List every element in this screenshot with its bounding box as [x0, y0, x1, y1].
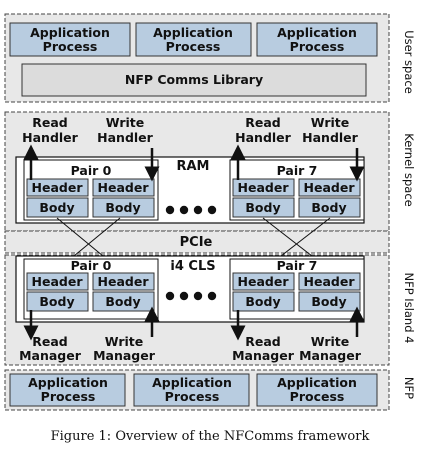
- svg-text:Application: Application: [153, 25, 233, 40]
- svg-text:Process: Process: [43, 39, 98, 54]
- write-manager-right: Write Manager: [299, 334, 362, 363]
- nfp-app-process-1: Application Process: [9, 373, 126, 407]
- read-manager-left: Read Manager: [19, 334, 82, 363]
- svg-text:Header: Header: [98, 180, 150, 195]
- ram-label: RAM: [176, 159, 209, 174]
- svg-text:Write: Write: [311, 115, 349, 130]
- svg-text:Process: Process: [166, 39, 221, 54]
- read-handler-right: Read Handler: [235, 115, 292, 145]
- pcie-label: PCIe: [180, 235, 213, 250]
- nfp-pair-0-header-write: [92, 272, 155, 291]
- svg-text:Read: Read: [245, 115, 281, 130]
- i4-cls-label: i4 CLS: [170, 259, 215, 274]
- svg-text:Header: Header: [304, 274, 356, 289]
- kernel-pair-7-header-read: [232, 178, 295, 197]
- svg-text:Write: Write: [106, 115, 144, 130]
- nfp-pair-7-header-write: [298, 272, 361, 291]
- svg-text:Write: Write: [105, 334, 143, 349]
- svg-text:Process: Process: [41, 389, 96, 404]
- svg-text:NFP Comms Library: NFP Comms Library: [125, 72, 263, 87]
- svg-text:Body: Body: [245, 294, 280, 309]
- figure-caption: Figure 1: Overview of the NFComms framew…: [51, 429, 370, 444]
- read-manager-right: Read Manager: [232, 334, 295, 363]
- svg-text:Header: Header: [304, 180, 356, 195]
- svg-text:Body: Body: [311, 294, 346, 309]
- svg-text:Header: Header: [238, 180, 290, 195]
- kernel-handler-arrows: [23, 144, 365, 182]
- svg-text:Header: Header: [32, 274, 84, 289]
- svg-text:Manager: Manager: [299, 348, 362, 363]
- kernel-pair-0-body-read: [26, 197, 89, 218]
- svg-text:Application: Application: [30, 25, 110, 40]
- svg-text:Application: Application: [152, 375, 232, 390]
- svg-text:Pair 0: Pair 0: [71, 258, 112, 273]
- kernel-pair-0-header-read: [26, 178, 89, 197]
- user-app-process-3: Application Process: [256, 22, 378, 57]
- nfp-app-process-2: Application Process: [133, 373, 250, 407]
- write-manager-left: Write Manager: [93, 334, 156, 363]
- svg-text:Handler: Handler: [302, 130, 359, 145]
- svg-text:Handler: Handler: [22, 130, 79, 145]
- nfp-comms-library: NFP Comms Library: [21, 63, 367, 97]
- nfp-pair-7-header-read: [232, 272, 295, 291]
- kernel-pair-0-body-write: [92, 197, 155, 218]
- kernel-ellipsis-dots: [165, 205, 217, 215]
- nfp-pair-0: Pair 0 Header Header Body Body: [23, 258, 159, 320]
- svg-text:Process: Process: [290, 39, 345, 54]
- svg-text:Pair 7: Pair 7: [277, 163, 318, 178]
- svg-text:Process: Process: [290, 389, 345, 404]
- svg-text:Body: Body: [311, 200, 346, 215]
- nfp-pair-0-body-write: [92, 291, 155, 312]
- user-app-process-2: Application Process: [135, 22, 252, 57]
- svg-text:Application: Application: [277, 375, 357, 390]
- layer-label-nfp-island: NFP Island 4: [402, 273, 416, 344]
- nfp-app-process-3: Application Process: [256, 373, 378, 407]
- svg-text:Read: Read: [32, 334, 68, 349]
- svg-text:Read: Read: [245, 334, 281, 349]
- kernel-pair-7-body-write: [298, 197, 361, 218]
- svg-text:Body: Body: [245, 200, 280, 215]
- svg-text:Manager: Manager: [93, 348, 156, 363]
- svg-text:Process: Process: [165, 389, 220, 404]
- svg-text:Handler: Handler: [235, 130, 292, 145]
- user-app-process-1: Application Process: [9, 22, 131, 57]
- nfp-pair-0-body-read: [26, 291, 89, 312]
- svg-text:Manager: Manager: [232, 348, 295, 363]
- read-handler-left: Read Handler: [22, 115, 79, 145]
- svg-text:Application: Application: [277, 25, 357, 40]
- svg-text:Read: Read: [32, 115, 68, 130]
- layer-label-kernel-space: Kernel space: [402, 133, 416, 207]
- kernel-pair-7-header-write: [298, 178, 361, 197]
- svg-text:Handler: Handler: [97, 130, 154, 145]
- write-handler-left: Write Handler: [97, 115, 154, 145]
- svg-text:Application: Application: [28, 375, 108, 390]
- kernel-pair-0: Pair 0 Header Header Body Body: [23, 159, 159, 221]
- svg-text:Manager: Manager: [19, 348, 82, 363]
- nfp-pair-0-header-read: [26, 272, 89, 291]
- svg-text:Body: Body: [105, 200, 140, 215]
- svg-text:Header: Header: [32, 180, 84, 195]
- layer-label-user-space: User space: [402, 30, 416, 94]
- svg-text:Header: Header: [238, 274, 290, 289]
- nfp-pair-7-body-read: [232, 291, 295, 312]
- write-handler-right: Write Handler: [302, 115, 359, 145]
- svg-text:Pair 0: Pair 0: [71, 163, 112, 178]
- kernel-pair-0-header-write: [92, 178, 155, 197]
- kernel-pair-7: Pair 7 Header Header Body Body: [229, 159, 365, 221]
- pcie-band: [4, 230, 390, 254]
- nfp-manager-arrows: [23, 306, 365, 341]
- svg-text:Body: Body: [105, 294, 140, 309]
- svg-text:Pair 7: Pair 7: [277, 258, 318, 273]
- nfp-pair-7: Pair 7 Header Header Body Body: [229, 258, 365, 320]
- layer-label-nfp: NFP: [402, 377, 416, 399]
- svg-text:Write: Write: [311, 334, 349, 349]
- svg-text:Body: Body: [39, 200, 74, 215]
- nfp-pair-7-body-write: [298, 291, 361, 312]
- kernel-pair-7-body-read: [232, 197, 295, 218]
- svg-text:Body: Body: [39, 294, 74, 309]
- svg-text:Header: Header: [98, 274, 150, 289]
- nfp-ellipsis-dots: [165, 291, 217, 301]
